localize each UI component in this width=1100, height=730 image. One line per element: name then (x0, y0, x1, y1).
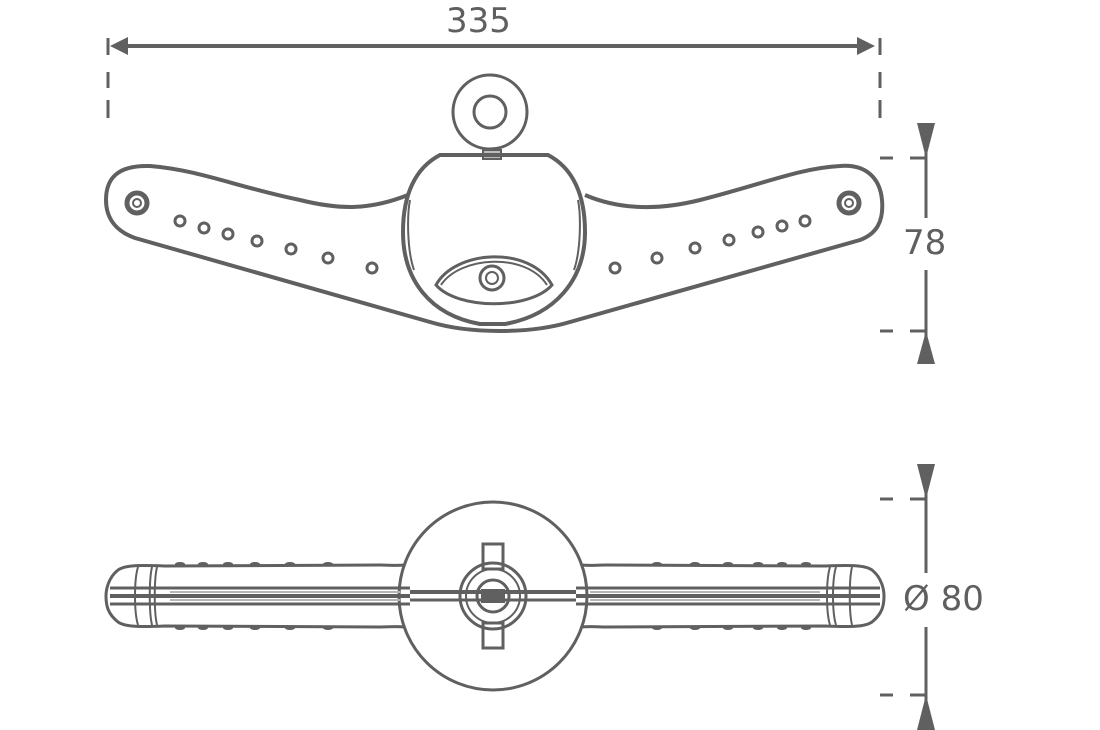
right-holes (608, 214, 812, 275)
arrow-down-icon (917, 464, 935, 499)
height-label: 78 (903, 223, 947, 263)
arrow-down-icon (917, 123, 935, 158)
arrow-left-icon (110, 37, 128, 55)
diameter-label: Ø 80 (903, 579, 984, 619)
top-view (103, 73, 885, 333)
height-dimension (880, 123, 935, 364)
diameter-dimension (880, 464, 935, 730)
arrow-up-icon (917, 331, 935, 364)
front-view (104, 500, 886, 692)
width-label: 335 (446, 1, 511, 41)
arrow-right-icon (857, 37, 875, 55)
arrow-up-icon (917, 695, 935, 730)
width-dimension (106, 37, 882, 118)
left-holes (173, 214, 379, 275)
